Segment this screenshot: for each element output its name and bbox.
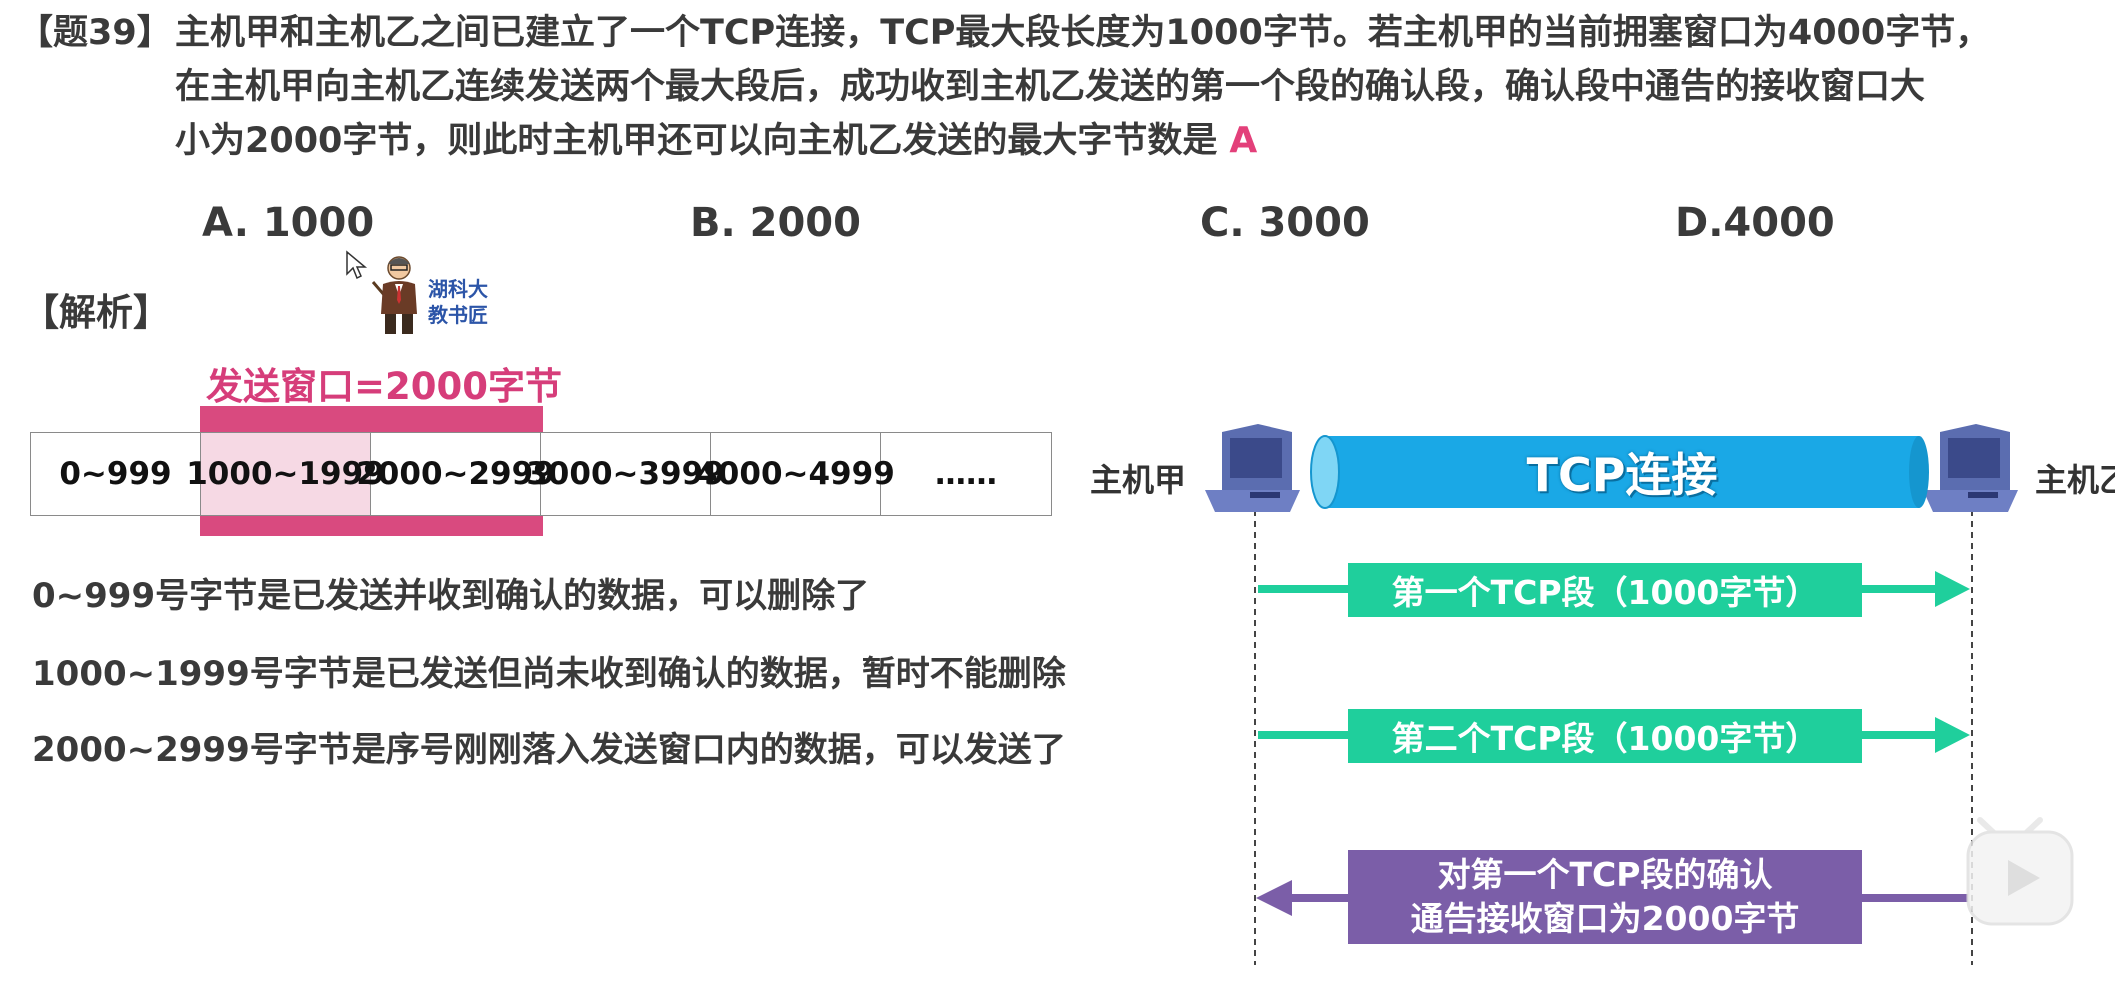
byte-cell: 1000~1999: [186, 433, 385, 515]
byte-cell: 0~999: [31, 433, 201, 515]
ack-label-line-2: 通告接收窗口为2000字节: [1410, 899, 1800, 938]
question-line-1: 主机甲和主机乙之间已建立了一个TCP连接，TCP最大段长度为1000字节。若主机…: [175, 13, 1991, 53]
explanation-2: 1000~1999号字节是已发送但尚未收到确认的数据，暂时不能删除: [32, 654, 1066, 694]
question-line-3-text: 小为2000字节，则此时主机甲还可以向主机乙发送的最大字节数是: [175, 121, 1218, 161]
option-c: C. 3000: [1200, 200, 1370, 246]
segment-1-label: 第一个TCP段（1000字节）: [1391, 573, 1819, 612]
ack-label-line-1: 对第一个TCP段的确认: [1437, 855, 1773, 894]
tube-label: TCP连接: [1526, 448, 1718, 502]
teacher-badge-line-2: 教书匠: [428, 303, 488, 327]
window-title: 发送窗口=2000字节: [206, 365, 562, 408]
byte-cell: ……: [935, 456, 997, 492]
option-a: A. 1000: [202, 200, 375, 246]
byte-cell: 2000~2999: [356, 433, 555, 515]
option-d: D.4000: [1675, 200, 1835, 246]
computer-left-icon: [1205, 424, 1300, 512]
question-line-2: 在主机甲向主机乙连续发送两个最大段后，成功收到主机乙发送的第一个段的确认段，确认…: [175, 67, 1926, 107]
host-right-label: 主机乙: [2035, 461, 2115, 499]
byte-cell: 4000~4999: [696, 433, 895, 515]
question-line-3: 小为2000字节，则此时主机甲还可以向主机乙发送的最大字节数是 A: [175, 112, 1257, 163]
explanation-1: 0~999号字节是已发送并收到确认的数据，可以删除了: [32, 576, 870, 616]
computer-right-icon: [1923, 424, 2018, 512]
analysis-heading: 【解析】: [22, 291, 170, 334]
question-tag: 【题39】: [18, 13, 172, 53]
byte-row: 0~999 1000~1999 2000~2999 3000~3999 4000…: [30, 432, 1052, 516]
explanation-3: 2000~2999号字节是序号刚刚落入发送窗口内的数据，可以发送了: [32, 730, 1066, 770]
ack-arrow: [1256, 850, 1968, 944]
play-watermark-icon: [1966, 817, 2074, 926]
host-left-label: 主机甲: [1090, 461, 1187, 499]
teacher-icon: [371, 256, 417, 334]
option-b: B. 2000: [690, 200, 861, 246]
byte-cell: 3000~3999: [526, 433, 725, 515]
cursor-icon: [346, 250, 368, 280]
teacher-badge: 湖科大 教书匠: [428, 276, 488, 328]
teacher-badge-line-1: 湖科大: [428, 277, 488, 301]
answer-mark: A: [1229, 120, 1258, 161]
tcp-connection-tube: [1310, 435, 1929, 509]
segment-2-label: 第二个TCP段（1000字节）: [1391, 719, 1819, 758]
ack-label: 对第一个TCP段的确认 通告接收窗口为2000字节: [1348, 853, 1862, 941]
segment-2-arrow: [1258, 709, 1970, 763]
segment-1-arrow: [1258, 563, 1970, 617]
